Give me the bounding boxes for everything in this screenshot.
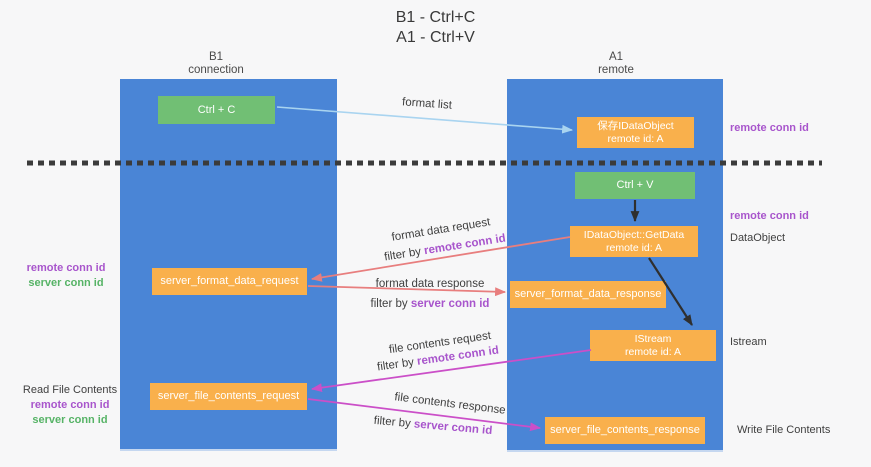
title-line-1: B1 - Ctrl+C [395, 9, 476, 26]
filter-by-text: filter by [376, 355, 418, 374]
left-column-subtitle: connection [188, 64, 244, 76]
node-server-format-data-request: server_format_data_request [152, 268, 307, 295]
label-filter-by-server-1: filter by server conn id [371, 298, 490, 310]
annotation-server-conn-id-bottom-left: server conn id [32, 413, 108, 426]
node-ctrl-v-label: Ctrl + V [616, 179, 654, 191]
node-server-format-data-response: server_format_data_response [510, 281, 666, 308]
node-idataobject-getdata-line2: remote id: A [605, 241, 663, 254]
annotation-dataobject: DataObject [730, 232, 786, 244]
node-save-idataobject-line1: 保存IDataObject [597, 119, 674, 132]
filter-server-conn-id: server conn id [413, 418, 493, 438]
node-server-file-contents-response-label: server_file_contents_response [550, 424, 700, 436]
annotation-remote-conn-id-top: remote conn id [730, 122, 809, 134]
annotation-remote-conn-id-left: remote conn id [26, 262, 106, 274]
filter-by-text: filter by [373, 414, 415, 431]
label-format-list: format list [401, 96, 453, 112]
node-istream: IStream remote id: A [590, 330, 716, 361]
node-server-format-data-request-label: server_format_data_request [160, 275, 299, 287]
node-ctrl-c: Ctrl + C [158, 96, 275, 124]
label-file-contents-response: file contents response [393, 391, 507, 417]
node-ctrl-c-label: Ctrl + C [197, 103, 236, 116]
annotation-read-file-contents: Read File Contents [22, 384, 118, 396]
node-server-format-data-response-label: server_format_data_response [514, 288, 662, 300]
label-format-data-response: format data response [375, 278, 485, 290]
left-column-name: B1 [208, 51, 224, 63]
node-istream-line1: IStream [634, 332, 672, 345]
right-column-header: A1 remote [546, 51, 686, 77]
diagram-title: B1 - Ctrl+C A1 - Ctrl+V [0, 8, 871, 48]
annotation-read-file-contents-block: Read File Contents remote conn id server… [20, 382, 120, 427]
annotation-istream: Istream [730, 336, 767, 348]
filter-server-conn-id: server conn id [410, 298, 490, 310]
annotation-remote-conn-id-mid: remote conn id [730, 210, 809, 222]
annotation-remote-conn-id-bottom-left: remote conn id [30, 399, 110, 411]
annotation-write-file-contents: Write File Contents [737, 424, 831, 436]
node-save-idataobject-line2: remote id: A [607, 132, 664, 145]
annotation-server-conn-id-left: server conn id [28, 276, 104, 289]
right-column-subtitle: remote [598, 64, 634, 76]
filter-by-text: filter by [383, 245, 426, 264]
title-line-2: A1 - Ctrl+V [396, 29, 475, 46]
node-save-idataobject: 保存IDataObject remote id: A [577, 117, 694, 148]
node-istream-line2: remote id: A [624, 345, 682, 358]
right-column-name: A1 [608, 51, 624, 63]
node-idataobject-getdata-line1: IDataObject::GetData [583, 228, 685, 241]
filter-by-text: filter by [370, 298, 411, 310]
node-server-file-contents-request: server_file_contents_request [150, 383, 307, 410]
label-filter-by-server-2: filter by server conn id [373, 415, 492, 437]
node-ctrl-v: Ctrl + V [575, 172, 695, 199]
annotation-conn-ids-format: remote conn id server conn id [24, 261, 108, 290]
node-idataobject-getdata: IDataObject::GetData remote id: A [570, 226, 698, 257]
left-column-header: B1 connection [146, 51, 286, 77]
node-server-file-contents-response: server_file_contents_response [545, 417, 705, 444]
node-server-file-contents-request-label: server_file_contents_request [157, 390, 300, 402]
